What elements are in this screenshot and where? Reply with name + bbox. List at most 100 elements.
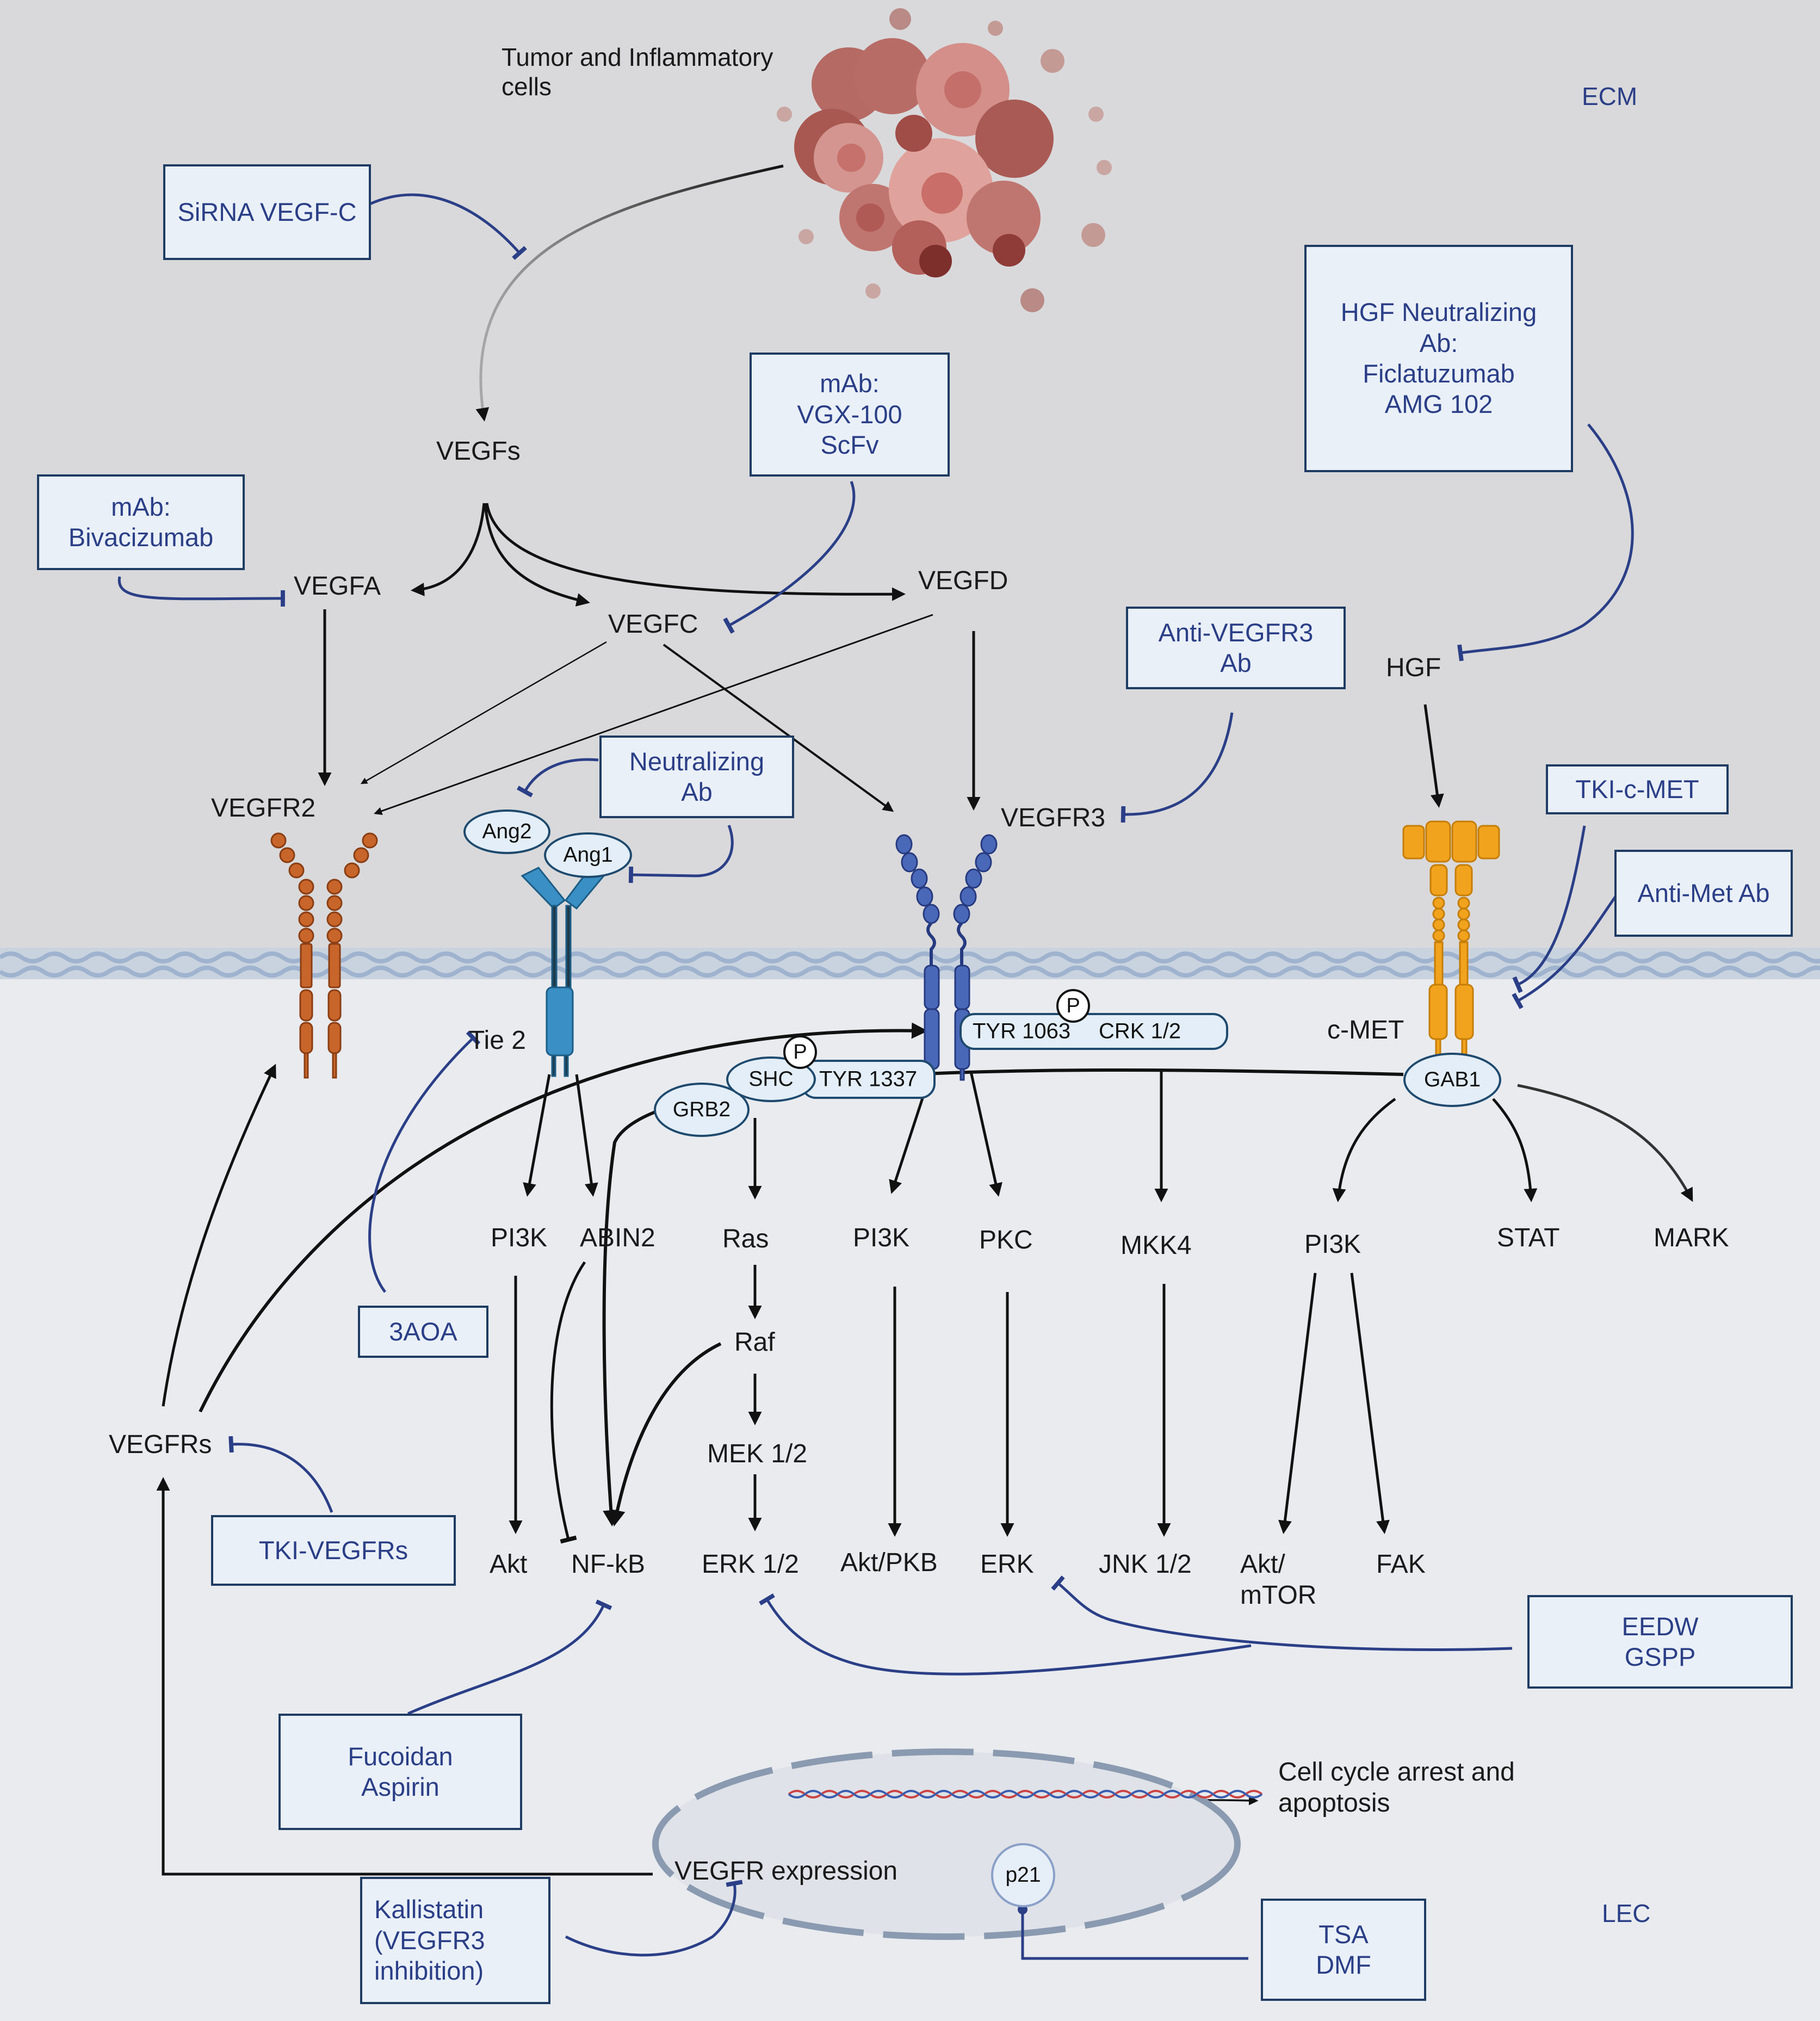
vegfd-to-vegfr2-arrow — [374, 614, 933, 815]
dna-icon — [788, 1790, 1263, 1798]
anti-met-ab-box: Anti-Met Ab — [1614, 850, 1793, 937]
mkk4-label: MKK4 — [1121, 1231, 1192, 1260]
pi3k-cmet-label: PI3K — [1304, 1230, 1361, 1259]
gab1-to-stat-arrow — [1492, 1098, 1538, 1202]
pi3k-to-fak-arrow — [1350, 1272, 1390, 1534]
gab1-to-pi3k-arrow — [1332, 1097, 1396, 1202]
jnk-label: JNK 1/2 — [1099, 1550, 1192, 1579]
phospho-tyr1063: P — [1056, 989, 1090, 1023]
hgf-ab-inhibit-line — [1457, 423, 1634, 662]
vegfrs-label: VEGFRs — [109, 1430, 212, 1459]
ras-label: Ras — [722, 1225, 769, 1253]
aoa-box: 3AOA — [358, 1306, 488, 1358]
mab-vgx100-box: mAb: VGX-100 ScFv — [750, 353, 950, 477]
ang2-label: Ang2 — [482, 820, 532, 843]
kallistatin-label: Kallistatin (VEGFR3 inhibition) — [374, 1895, 485, 1986]
tki-cmet-label: TKI-c-MET — [1575, 774, 1699, 804]
ecm-label: ECM — [1582, 82, 1638, 110]
pi3k-vegfr3-label: PI3K — [853, 1223, 910, 1252]
vegfr3-to-pkc-arrow — [969, 1071, 1002, 1197]
tumor-to-vegfs-arrow — [475, 164, 784, 422]
pkc-label: PKC — [979, 1226, 1033, 1254]
raf-to-nfkb-arrow — [609, 1342, 722, 1526]
eedw-to-erk12-inhibit-line — [759, 1593, 1252, 1676]
vegfr3-receptor — [895, 834, 998, 1081]
anti-vegfr3-ab-label: Anti-VEGFR3 Ab — [1158, 617, 1314, 677]
crk-tyr1063-complex: TYR 1063 CRK 1/2 — [959, 1013, 1228, 1050]
shc-label: SHC — [748, 1067, 794, 1091]
vegfs-to-vegfa-arrow — [411, 503, 486, 597]
ang2-protein: Ang2 — [463, 809, 550, 854]
ang1-protein: Ang1 — [544, 832, 632, 878]
vegfa-label: VEGFA — [294, 572, 381, 601]
vegfs-label: VEGFs — [436, 437, 521, 466]
mab-vgx100-label: mAb: VGX-100 ScFv — [797, 369, 902, 460]
tie2-label: Tie 2 — [469, 1026, 526, 1055]
nfkb-label: NF-kB — [571, 1550, 645, 1579]
tki-vegfrs-label: TKI-VEGFRs — [258, 1535, 408, 1565]
eedw-to-erk-inhibit-line — [1051, 1575, 1513, 1652]
fak-label: FAK — [1376, 1550, 1426, 1579]
tie2-receptor — [521, 867, 605, 1077]
neutralizing-ab-label: Neutralizing Ab — [629, 746, 765, 806]
cmet-label: c-MET — [1327, 1016, 1404, 1045]
fucoidan-aspirin-box: Fucoidan Aspirin — [278, 1714, 522, 1830]
mab-bivacizumab-label: mAb: Bivacizumab — [68, 492, 214, 552]
tki-cmet-box: TKI-c-MET — [1546, 764, 1729, 814]
aktmtor-label: Akt/ mTOR — [1240, 1550, 1317, 1610]
tki-cmet-inhibit-line — [1512, 825, 1586, 993]
expression-to-vegfrs-arrow — [156, 1477, 653, 1876]
anti-vegfr3-inhibit-line — [1121, 712, 1234, 823]
kallistatin-inhibit-line — [565, 1880, 743, 1957]
tsa-dmf-label: TSA DMF — [1316, 1919, 1371, 1979]
aoa-inhibit-line — [368, 1030, 481, 1293]
inhibition-lines — [117, 193, 1634, 1960]
pi3k-tie2-label: PI3K — [491, 1223, 548, 1252]
neutralizing-ang2-inhibit-line — [516, 758, 599, 798]
vegfc-to-vegfr3-arrow — [663, 644, 894, 812]
erk-label: ERK — [980, 1550, 1034, 1579]
tyr1337-label: TYR 1337 — [819, 1067, 918, 1091]
fucoidan-inhibit-line — [407, 1599, 612, 1715]
gab1-to-mark-arrow — [1517, 1084, 1693, 1202]
mark-label: MARK — [1654, 1223, 1729, 1252]
tyr1337-complex: TYR 1337 — [801, 1060, 936, 1099]
sirna-vegfc-box: SiRNA VEGF-C — [163, 164, 371, 260]
abin2-to-nfkb-inhibit — [550, 1261, 586, 1544]
vegfd-label: VEGFD — [918, 566, 1008, 595]
eedw-gspp-label: EEDW GSPP — [1621, 1611, 1699, 1671]
mek-label: MEK 1/2 — [707, 1439, 808, 1468]
tyr1063-label: TYR 1063 — [973, 1019, 1071, 1043]
vegfr-expression-word: expression — [771, 1857, 898, 1886]
vegfc-label: VEGFC — [608, 610, 698, 639]
hgf-label: HGF — [1386, 653, 1441, 682]
vegfs-to-vegfc-arrow — [484, 503, 590, 607]
erk12-label: ERK 1/2 — [702, 1550, 799, 1579]
vegfrs-to-vegfr2-arrow — [162, 1064, 276, 1407]
gab1-to-nfkb-arrow — [602, 1068, 1404, 1526]
aoa-label: 3AOA — [389, 1317, 457, 1346]
vegfc-to-vegfr2-arrow — [360, 641, 607, 784]
ang1-label: Ang1 — [563, 843, 613, 867]
nucleus — [652, 1748, 1263, 1940]
mab-vgx-inhibit-line — [723, 481, 856, 634]
cell-cycle-arrest-label: Cell cycle arrest and apoptosis — [1278, 1758, 1515, 1818]
tki-vegfrs-inhibit-line — [228, 1436, 333, 1513]
grb2-label: GRB2 — [672, 1098, 731, 1121]
vegfrs-to-vegfr3-arrow — [199, 1022, 928, 1413]
akt-label: Akt — [490, 1550, 528, 1579]
p21-label: p21 — [1005, 1863, 1041, 1887]
aktpkb-label: Akt/PKB — [840, 1548, 938, 1577]
cmet-receptor — [1402, 820, 1500, 1073]
sirna-vegfc-label: SiRNA VEGF-C — [177, 197, 357, 226]
tsa-dmf-to-p21-line — [1018, 1905, 1248, 1960]
neutralizing-ab-box: Neutralizing Ab — [599, 736, 794, 818]
hgf-to-cmet-arrow — [1423, 704, 1444, 808]
raf-label: Raf — [734, 1328, 775, 1357]
cell-membrane — [0, 948, 1820, 979]
biva-inhibit-line — [117, 576, 285, 607]
vegfr-expression-gene: VEGFR — [674, 1857, 765, 1886]
tsa-dmf-box: TSA DMF — [1261, 1899, 1426, 2001]
lec-label: LEC — [1602, 1899, 1651, 1927]
